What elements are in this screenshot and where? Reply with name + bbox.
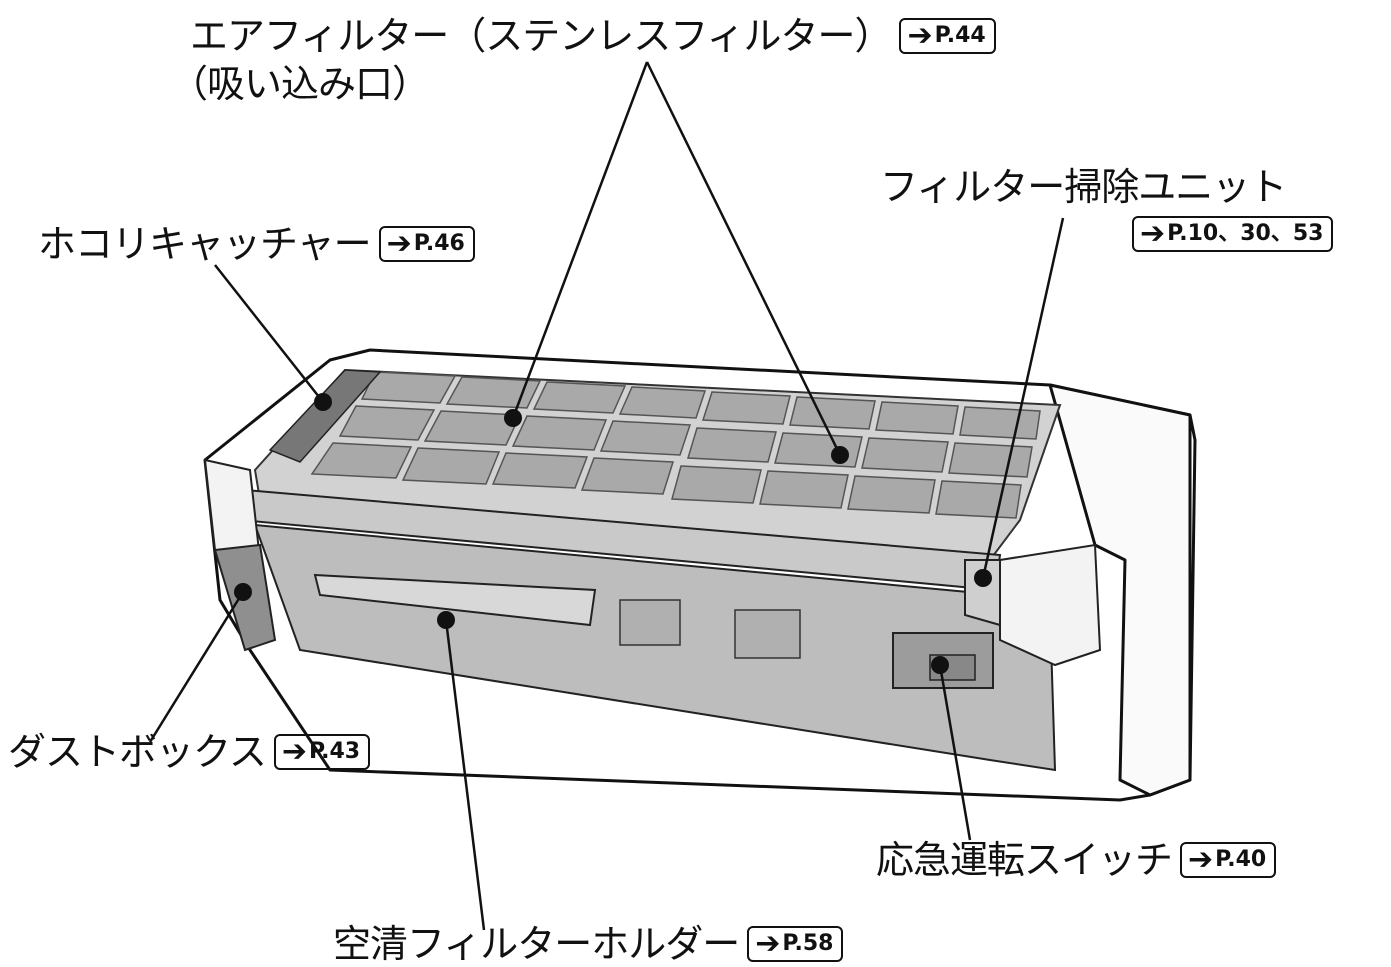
arrow-icon: ➔ (755, 926, 781, 961)
label-dust-box: ダストボックス ➔ P.43 (8, 730, 371, 774)
label-emergency-switch: 応急運転スイッチ ➔ P.40 (876, 838, 1277, 882)
emergency-switch-ref-text: P.40 (1215, 847, 1267, 872)
left-filter-mesh (310, 371, 707, 495)
dot-air-filter-left (504, 409, 522, 427)
dust-catcher-page-ref[interactable]: ➔ P.46 (378, 226, 475, 262)
clean-filter-holder-page-ref[interactable]: ➔ P.58 (747, 926, 844, 962)
label-filter-cleaning-unit: フィルター掃除ユニット (880, 165, 1287, 209)
label-filter-cleaning-unit-ref: ➔ P.10、30、53 (1132, 216, 1334, 252)
label-air-filter: エアフィルター（ステンレスフィルター） ➔ P.44 (190, 14, 996, 58)
leader-dots (234, 393, 992, 674)
air-filter-ref-text: P.44 (934, 23, 986, 48)
dot-dust-box (234, 583, 252, 601)
leader-lines (148, 61, 1065, 931)
dust-catcher-text: ホコリキャッチャー (38, 222, 372, 266)
dot-clean-filter-holder (437, 611, 455, 629)
clean-filter-holder-part (313, 573, 597, 627)
arrow-icon: ➔ (386, 226, 412, 261)
right-filter-mesh (671, 391, 1041, 519)
filter-cleaning-unit-page-ref[interactable]: ➔ P.10、30、53 (1132, 216, 1334, 252)
air-filter-text: エアフィルター（ステンレスフィルター） (190, 14, 892, 58)
clean-filter-holder-ref-text: P.58 (782, 931, 834, 956)
dot-air-filter-right (831, 446, 849, 464)
air-filter-page-ref[interactable]: ➔ P.44 (899, 18, 996, 54)
label-clean-filter-holder: 空清フィルターホルダー ➔ P.58 (333, 922, 844, 966)
dust-box-text: ダストボックス (8, 730, 267, 774)
label-air-filter-sub: （吸い込み口） (170, 62, 430, 106)
dot-filter-cleaning-unit (974, 569, 992, 587)
air-filter-sub-text: （吸い込み口） (170, 62, 430, 106)
panel-window-1 (619, 599, 681, 646)
arrow-icon: ➔ (907, 18, 933, 53)
filter-cleaning-unit-text: フィルター掃除ユニット (880, 165, 1287, 209)
dust-catcher-ref-text: P.46 (413, 231, 465, 256)
label-dust-catcher: ホコリキャッチャー ➔ P.46 (38, 222, 475, 266)
arrow-icon: ➔ (281, 734, 308, 769)
dust-box-page-ref[interactable]: ➔ P.43 (273, 734, 371, 770)
panel-window-2 (734, 609, 801, 659)
dust-box-ref-text: P.43 (309, 739, 361, 764)
emergency-switch-page-ref[interactable]: ➔ P.40 (1180, 842, 1277, 878)
arrow-icon: ➔ (1188, 842, 1214, 877)
filter-cleaning-unit-ref-text: P.10、30、53 (1167, 221, 1324, 246)
arrow-icon: ➔ (1140, 216, 1166, 251)
dot-emergency-switch (931, 656, 949, 674)
clean-filter-holder-text: 空清フィルターホルダー (333, 922, 740, 966)
right-bracket (999, 543, 1102, 667)
emergency-switch-text: 応急運転スイッチ (876, 838, 1173, 882)
dot-dust-catcher (314, 393, 332, 411)
